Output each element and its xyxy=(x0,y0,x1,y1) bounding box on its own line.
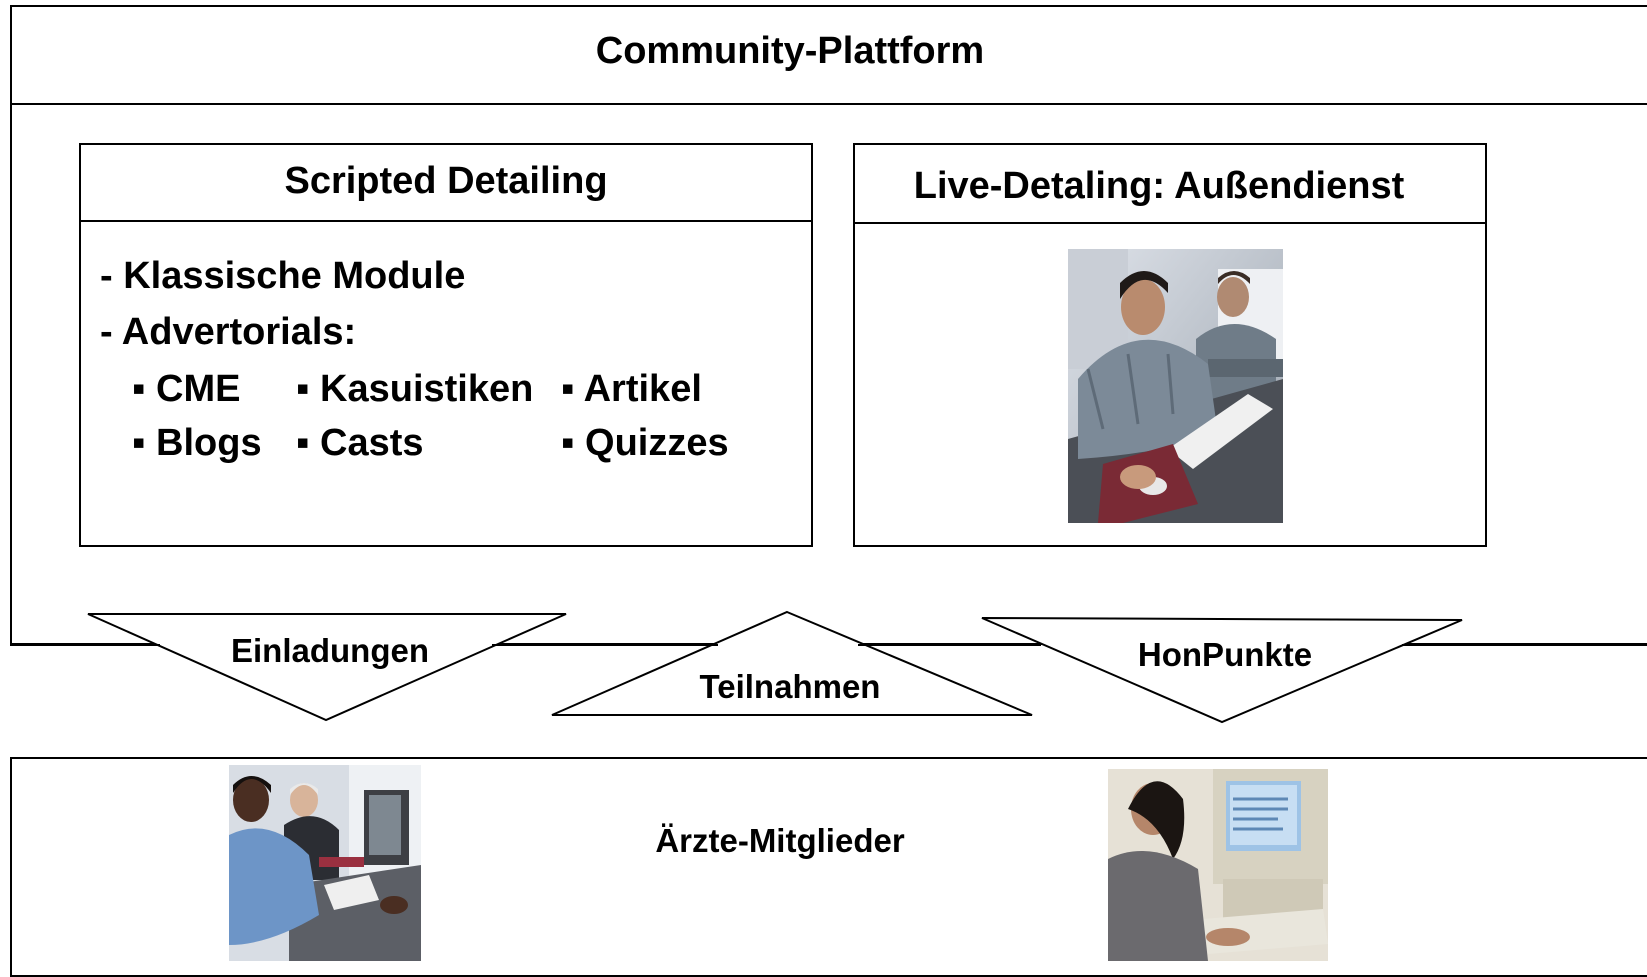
live-detailing-title: Live-Detaling: Außendienst xyxy=(913,165,1405,207)
two-people-at-computer-photo xyxy=(229,765,421,961)
live-detailing-box xyxy=(853,143,1487,547)
einladungen-label: Einladungen xyxy=(231,632,429,669)
woman-at-computer-photo xyxy=(1108,769,1328,961)
teilnahmen-arrow xyxy=(551,610,1033,716)
einladungen-arrow xyxy=(87,613,567,722)
members-label: Ärzte-Mitglieder xyxy=(655,822,905,859)
list-item-advertorials: - Advertorials: xyxy=(100,311,357,353)
list-item-klassische-module: - Klassische Module xyxy=(100,255,466,297)
live-detailing-divider xyxy=(853,222,1487,224)
honpunkte-arrow xyxy=(981,617,1463,724)
bullet-blogs: ▪ Blogs xyxy=(132,422,262,464)
platform-title-divider xyxy=(10,103,1647,105)
scripted-detailing-divider xyxy=(79,220,813,222)
bullet-quizzes: ▪ Quizzes xyxy=(561,422,729,464)
scripted-detailing-box xyxy=(79,143,813,547)
bullet-cme: ▪ CME xyxy=(132,368,241,410)
people-at-computers-photo xyxy=(1068,249,1283,523)
bullet-kasuistiken: ▪ Kasuistiken xyxy=(296,368,534,410)
bullet-artikel: ▪ Artikel xyxy=(561,368,702,410)
teilnahmen-label: Teilnahmen xyxy=(699,668,881,705)
honpunkte-label: HonPunkte xyxy=(1137,636,1313,673)
bullet-casts: ▪ Casts xyxy=(296,422,424,464)
scripted-detailing-title: Scripted Detailing xyxy=(284,160,608,202)
platform-title: Community-Plattform xyxy=(595,30,985,72)
